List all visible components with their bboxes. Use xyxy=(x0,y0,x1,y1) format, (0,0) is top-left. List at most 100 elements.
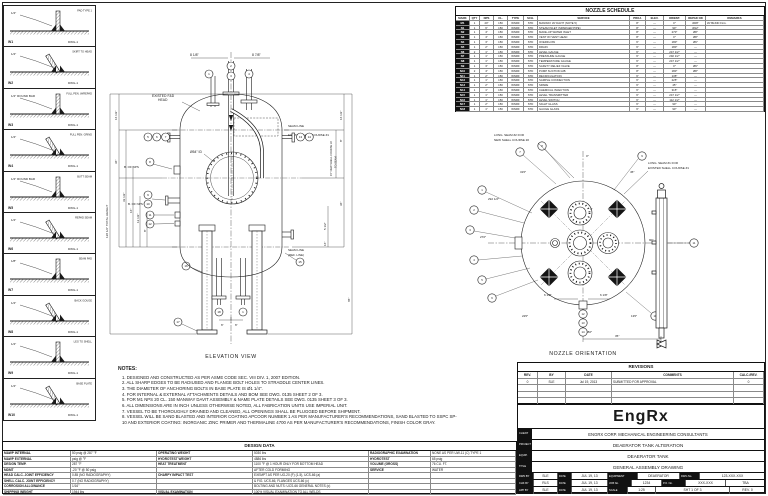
nozzle-schedule-cell: WNRF xyxy=(508,97,524,103)
nozzle-schedule-cell: RECIRCULATION xyxy=(538,73,630,79)
design-data-cell: MAWP INTERNAL xyxy=(3,451,71,457)
notes-title: NOTES: xyxy=(118,366,137,372)
nozzle-schedule-cell: 8" xyxy=(630,68,646,74)
nozzle-schedule-cell: — xyxy=(686,73,706,79)
dim-top-right: 8 7/8" xyxy=(252,53,262,57)
nozzle-schedule-cell: — xyxy=(686,54,706,60)
nozzle-schedule-cell: N9 xyxy=(456,63,470,69)
dim-bottom-1: 6" xyxy=(221,323,224,327)
nozzle-schedule-cell: N4 xyxy=(456,39,470,45)
nozzle-schedule-cell xyxy=(706,35,764,40)
nozzle-schedule-cell: 6" xyxy=(630,97,646,103)
svg-text:SEAM PAD: SEAM PAD xyxy=(79,257,92,261)
nozzle-schedule-cell: STD xyxy=(524,20,538,26)
nozzle-schedule-cell: STD xyxy=(524,39,538,45)
svg-text:DWG-1: DWG-1 xyxy=(68,40,78,44)
svg-text:315°: 315° xyxy=(520,170,527,174)
checked-date-value: JUL 19, 13 xyxy=(572,480,608,486)
nozzle-schedule-cell: 1" xyxy=(480,92,494,98)
design-data-cell: EXEMPT AS PER UG-20 (F) (1-5), UCS-66 (a… xyxy=(253,473,369,479)
nozzle-schedule-cell: CHEMICAL INJECTION xyxy=(538,87,630,93)
nozzle-schedule-cell xyxy=(706,39,764,45)
nozzle-schedule-cell: STD xyxy=(524,68,538,74)
nozzle-schedule-cell: STD xyxy=(524,49,538,55)
nozzle-schedule-cell: N18 xyxy=(456,107,470,112)
right-dimensions: 16 1/2" 8" 36" 15" NEW SHELL COURSE #2 T… xyxy=(234,93,353,335)
design-data-cell: 50 psig @ 287 °F xyxy=(71,451,157,457)
company-logo: EngRx xyxy=(518,405,764,429)
svg-text:DWG-1: DWG-1 xyxy=(68,330,78,334)
nozzle-schedule-cell: 0° xyxy=(664,63,686,69)
note-item: 4. FOR INTERNAL & EXTERNAL ATTACHMENTS D… xyxy=(122,391,323,397)
nozzle-schedule-cell: 135° xyxy=(664,73,686,79)
svg-text:1/4": 1/4" xyxy=(11,384,16,388)
nozzle-schedule-cell: 1 xyxy=(470,102,480,108)
nozzle-schedule-cell: 1 xyxy=(470,83,480,88)
revisions-cell: SLE xyxy=(538,378,566,386)
design-data-cell: CORROSION ALLOWANCE xyxy=(3,484,71,490)
note-item: 2. ALL SHARP EDGES TO BE RADIUSED AND FL… xyxy=(122,380,325,386)
design-data-cell: BOLTING AND NUTS: UCS-66 GENERAL NOTES (… xyxy=(253,484,369,490)
balloon-callouts-legs: 16 17 xyxy=(173,261,203,332)
left-dimensions: 128 1/2" TOTAL HEIGHT 16 1/2" 36" 33 1/2… xyxy=(105,93,228,335)
svg-text:DWG-1: DWG-1 xyxy=(68,288,78,292)
nozzle-schedule-cell: STD xyxy=(524,78,538,84)
design-data-cell: WATER xyxy=(431,467,516,473)
design-data-cell: 4886 lbs xyxy=(253,456,369,462)
nozzle-schedule-cell: STD xyxy=(524,83,538,88)
svg-text:5 1/2": 5 1/2" xyxy=(323,222,327,230)
internal-tray-box xyxy=(233,117,279,137)
revisions-cell: BY xyxy=(538,372,566,379)
nozzle-schedule-cell: 1 xyxy=(470,44,480,50)
nozzle-schedule-cell: 1 xyxy=(470,78,480,84)
nozzle-schedule-cell: — xyxy=(686,102,706,108)
note-item: 1. DESIGNED AND CONSTRUCTED AS PER ASME … xyxy=(122,374,301,380)
nozzle-schedule-cell: STD xyxy=(524,87,538,93)
nozzle-schedule-cell xyxy=(706,59,764,64)
nozzle-schedule-cell: DRAIN xyxy=(538,44,630,50)
nozzle-schedule-cell: 2" xyxy=(480,44,494,50)
nozzle-schedule-cell: — xyxy=(686,97,706,103)
design-data-cell: & FIG. UCS-66, FLANGES UCS-66 (c) xyxy=(253,478,369,484)
nozzle-schedule-cell: 112 1/2° xyxy=(664,97,686,103)
nozzle-schedule-cell: WNRF xyxy=(508,35,524,40)
nozzle-schedule-cell: STD xyxy=(524,30,538,36)
balloon-callouts-left: 5 6 7 8 9 10 11 12 xyxy=(143,132,175,229)
nozzle-schedule-cell: — xyxy=(646,44,664,50)
nozzle-schedule-cell: 3" xyxy=(480,39,494,45)
nozzle-schedule-cell: 6" xyxy=(630,73,646,79)
nozzle-schedule-cell: 90° xyxy=(664,25,686,31)
nozzle-schedule-cell: — xyxy=(646,30,664,36)
svg-text:1/4": 1/4" xyxy=(11,52,16,56)
design-data-cell: psig @ °F xyxy=(71,456,157,462)
nozzle-schedule-cell: 150 xyxy=(494,25,508,31)
nozzle-schedule-cell xyxy=(706,44,764,50)
svg-text:0°: 0° xyxy=(586,154,590,158)
svg-text:TO SEAM: TO SEAM xyxy=(334,156,338,168)
nozzle-schedule-cell: WNRF xyxy=(508,20,524,26)
svg-text:8: 8 xyxy=(541,144,543,148)
nozzle-schedule-cell: REPAD OD xyxy=(686,16,706,21)
revision-number: REV. 0 xyxy=(730,487,764,494)
svg-text:1/4": 1/4" xyxy=(11,11,16,15)
nozzle-schedule-cell: 150 xyxy=(494,68,508,74)
nozzle-schedule-cell: WNRF xyxy=(508,44,524,50)
notes-section: NOTES: 1. DESIGNED AND CONSTRUCTED AS PE… xyxy=(118,366,458,426)
nozzle-schedule-cell: — xyxy=(686,92,706,98)
equipment-tab-label: EQUIP. xyxy=(518,451,532,461)
design-data-cell xyxy=(431,484,516,490)
nozzle-schedule-cell: STD xyxy=(524,44,538,50)
nozzle-schedule-cell: 315° xyxy=(664,87,686,93)
project-title: DEAERATOR TANK ALTERATION xyxy=(612,443,684,448)
svg-text:1/8": 1/8" xyxy=(11,259,16,263)
long-seam-1-label: LONG. SEAM #1 FOR xyxy=(648,161,679,165)
nozzle-schedule-cell: 1 xyxy=(470,20,480,26)
svg-text:10: 10 xyxy=(653,314,657,318)
nozzle-schedule-cell: 6" xyxy=(630,83,646,88)
